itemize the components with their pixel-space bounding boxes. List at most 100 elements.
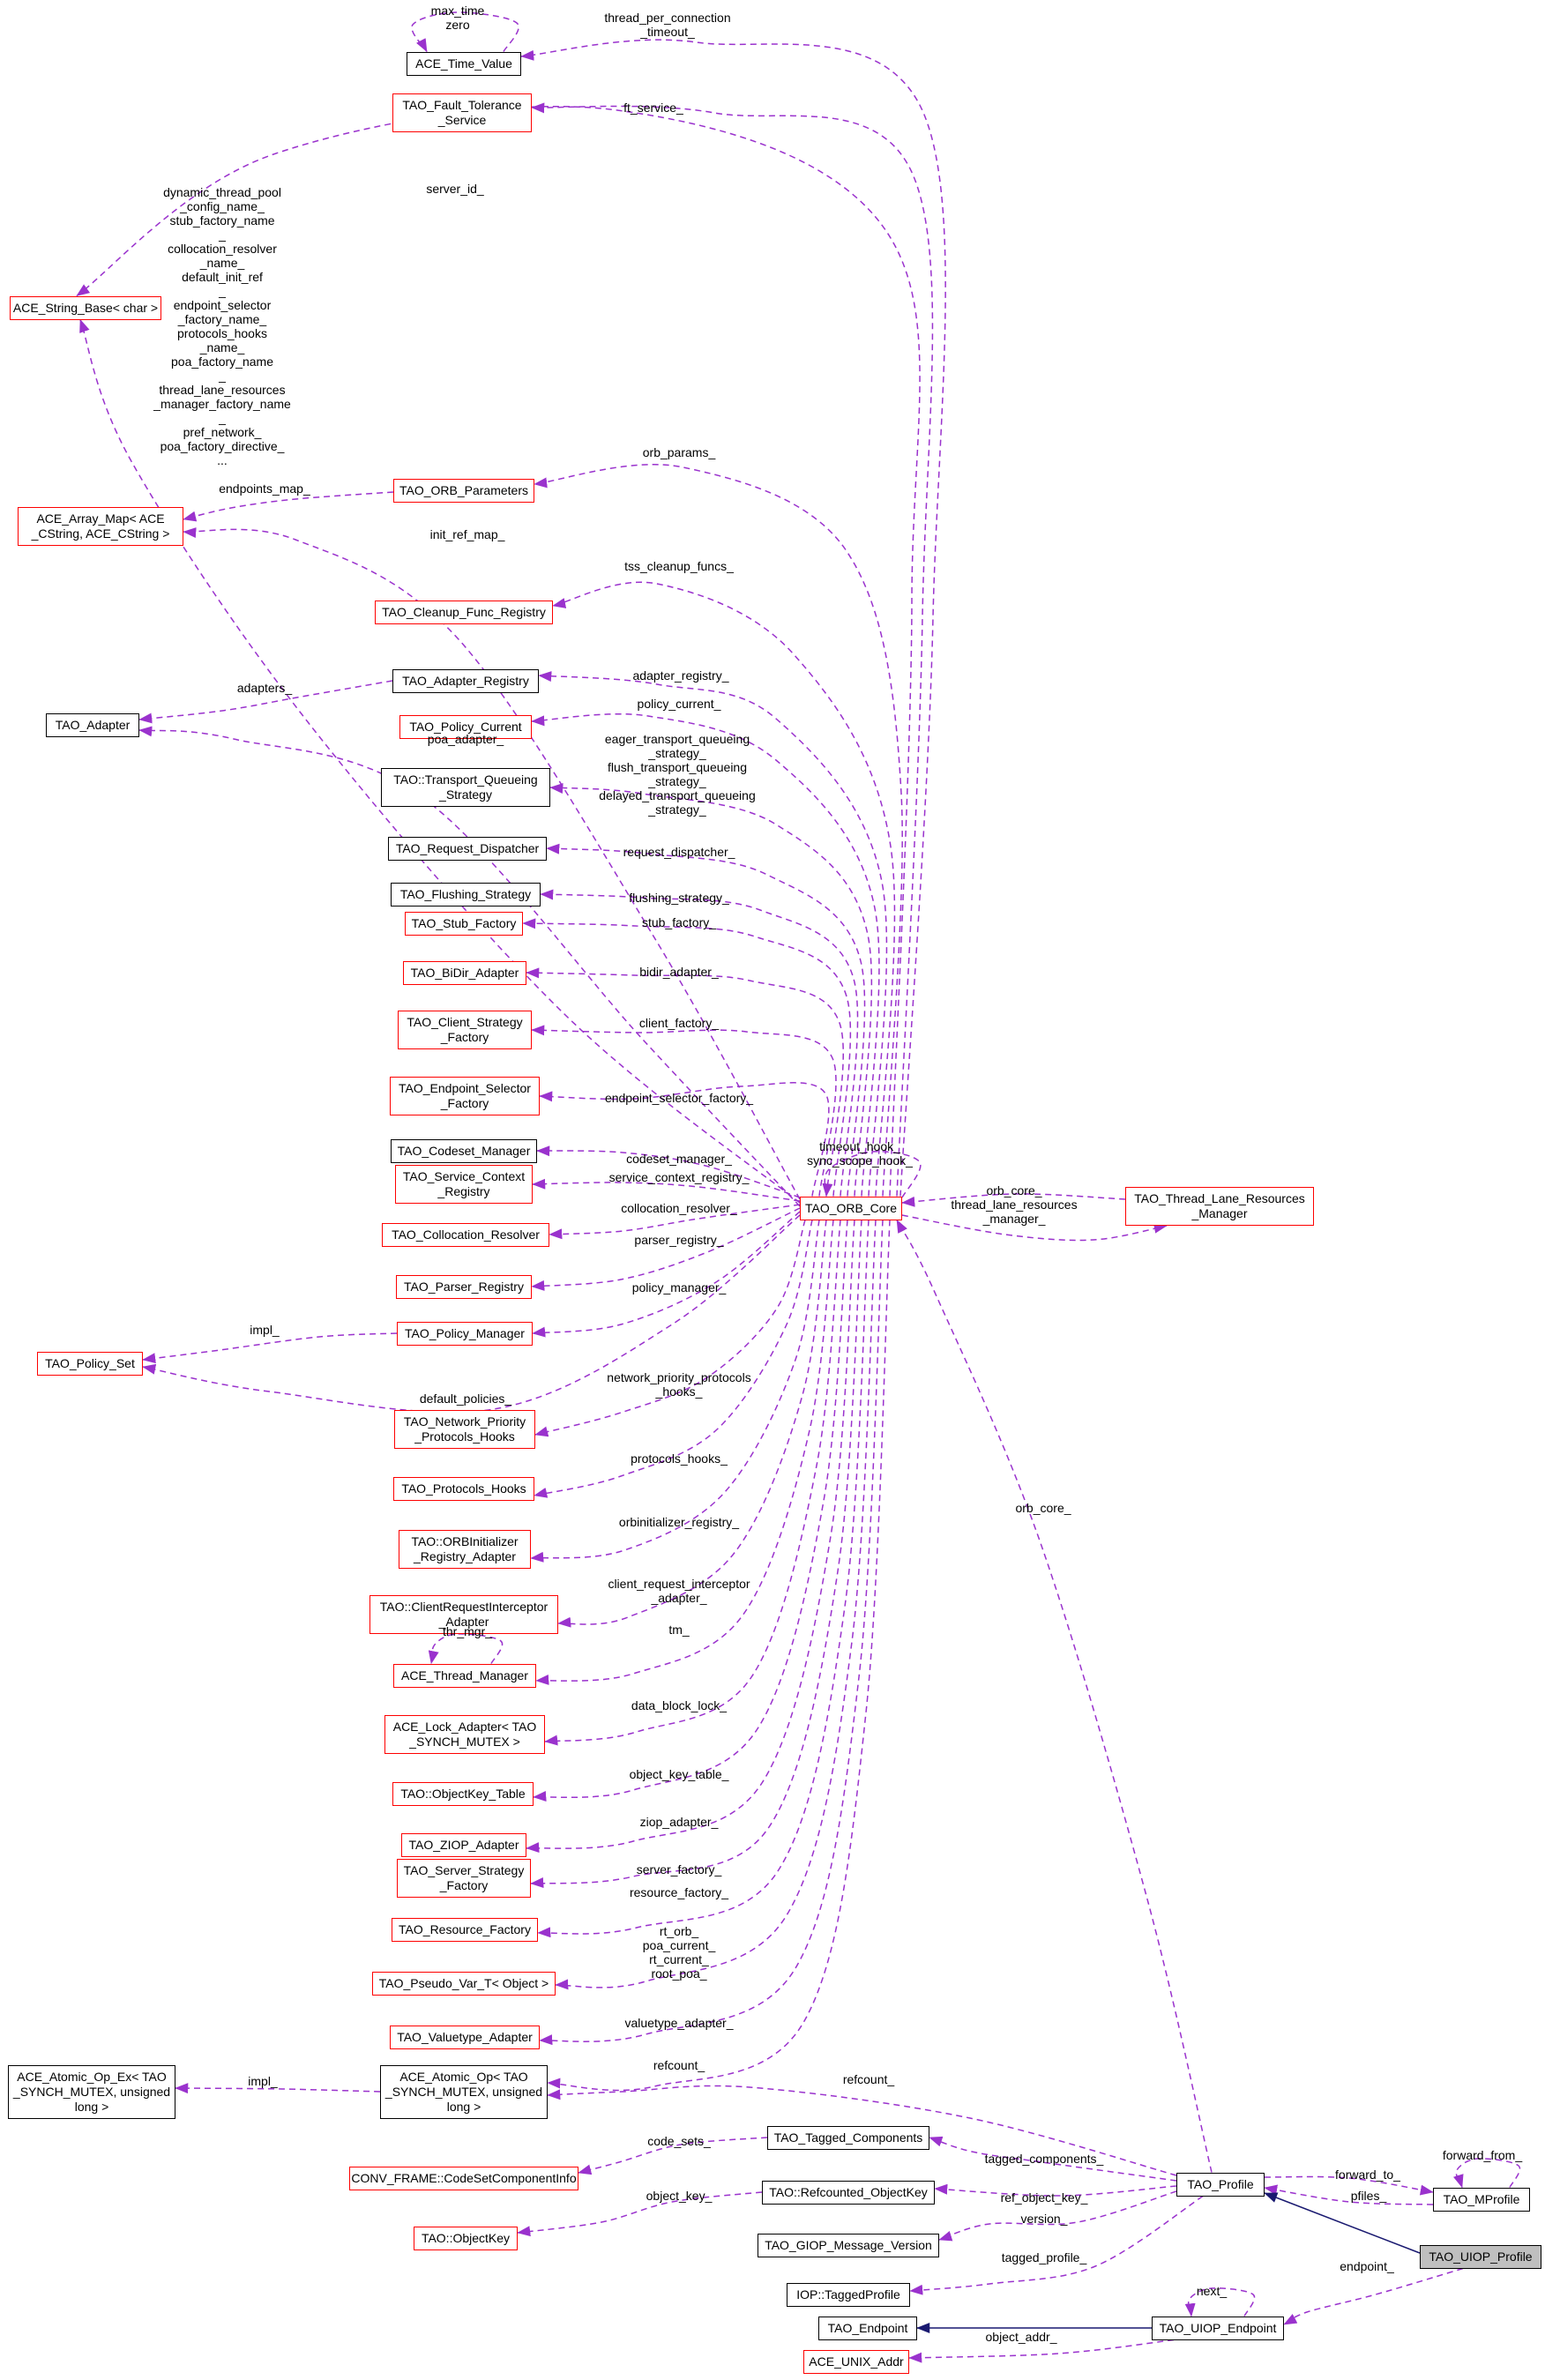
node-label: TAO_Pseudo_Var_T< Object > (378, 1975, 549, 1990)
node-tao-parser-registry[interactable]: TAO_Parser_Registry (396, 1274, 532, 1299)
node-label: TAO::Refcounted_ObjectKey (769, 2184, 928, 2199)
node-label: long > (74, 2099, 109, 2114)
node-tao-endpoint[interactable]: TAO_Endpoint (818, 2316, 917, 2340)
association-edge (183, 491, 394, 522)
node-iop-taggedprofile[interactable]: IOP::TaggedProfile (787, 2282, 910, 2307)
association-edge (938, 2190, 1177, 2242)
edge-label-valuetype-adapter: valuetype_adapter_ (625, 2016, 734, 2030)
node-tao-profile[interactable]: TAO_Profile (1176, 2172, 1265, 2197)
node-tao-refcounted-objectkey[interactable]: TAO::Refcounted_ObjectKey (762, 2180, 935, 2205)
node-tao-valuetype-adapter[interactable]: TAO_Valuetype_Adapter (390, 2025, 540, 2049)
edge-label-line: endpoint_selector_factory_ (604, 1091, 754, 1105)
node-tao-ziop-adapter[interactable]: TAO_ZIOP_Adapter (401, 1832, 526, 1857)
node-tao-orb-parameters[interactable]: TAO_ORB_Parameters (393, 478, 534, 503)
node-tao-policy-manager[interactable]: TAO_Policy_Manager (397, 1321, 533, 1346)
node-ace-time-value[interactable]: ACE_Time_Value (407, 51, 521, 76)
node-tao-policy-set[interactable]: TAO_Policy_Set (37, 1351, 143, 1376)
edge-label-eager-transport-queueing-strategy-flush-: eager_transport_queueing_strategy_flush_… (599, 732, 755, 817)
edge-label-line: object_key_table_ (629, 1767, 729, 1781)
node-tao-bidir-adapter[interactable]: TAO_BiDir_Adapter (403, 960, 526, 985)
edge-label-line: refcount_ (653, 2058, 705, 2072)
edge-label-line: protocols_hooks_ (631, 1451, 728, 1466)
node-label: ACE_Thread_Manager (401, 1667, 528, 1682)
node-tao-flushing-strategy[interactable]: TAO_Flushing_Strategy (391, 882, 541, 906)
association-edge (76, 106, 921, 1197)
node-tao-protocols-hooks[interactable]: TAO_Protocols_Hooks (393, 1476, 534, 1501)
node-tao-pseudo-var-t-object[interactable]: TAO_Pseudo_Var_T< Object > (372, 1971, 556, 1996)
association-edge (142, 1214, 801, 1414)
node-tao-fault-tolerance-service[interactable]: TAO_Fault_Tolerance_Service (392, 93, 532, 132)
edge-label-object-key: object_key_ (646, 2189, 713, 2203)
association-edge (517, 2191, 763, 2237)
node-ace-unix-addr[interactable]: ACE_UNIX_Addr (803, 2349, 909, 2374)
node-label: _Registry_Adapter (414, 1549, 516, 1563)
node-label: TAO_Service_Context (402, 1169, 526, 1183)
node-tao-mprofile[interactable]: TAO_MProfile (1433, 2187, 1530, 2212)
node-conv-frame-codesetcomponentinfo[interactable]: CONV_FRAME::CodeSetComponentInfo (349, 2166, 578, 2190)
edge-label-line: poa_factory_name (171, 354, 273, 369)
node-label: TAO_Policy_Manager (405, 1325, 525, 1340)
node-tao-transport-queueing-strategy[interactable]: TAO::Transport_Queueing_Strategy (381, 768, 550, 807)
association-edge (526, 967, 844, 1197)
association-edge (183, 527, 801, 1200)
edge-label-line: _config_name_ (180, 199, 265, 213)
node-tao-resource-factory[interactable]: TAO_Resource_Factory (392, 1917, 538, 1942)
association-edge (531, 713, 880, 1197)
node-tao-orbinitializer-registry-adapter[interactable]: TAO::ORBInitializer_Registry_Adapter (399, 1530, 531, 1569)
association-edge (1283, 2267, 1464, 2325)
node-ace-array-map-ace-cstring-ace-cstring[interactable]: ACE_Array_Map< ACE_CString, ACE_CString … (18, 507, 183, 546)
node-ace-thread-manager[interactable]: ACE_Thread_Manager (393, 1663, 536, 1688)
association-edge (539, 1220, 884, 2046)
node-tao-clientrequestinterceptor-adapter[interactable]: TAO::ClientRequestInterceptor_Adapter (369, 1595, 558, 1634)
node-tao-collocation-resolver[interactable]: TAO_Collocation_Resolver (382, 1222, 549, 1247)
node-tao-endpoint-selector-factory[interactable]: TAO_Endpoint_Selector_Factory (390, 1077, 540, 1115)
node-label: TAO_Network_Priority (403, 1414, 526, 1429)
node-label: TAO_Tagged_Components (773, 2130, 923, 2145)
association-edge (538, 671, 888, 1197)
edge-label-line: policy_manager_ (631, 1280, 727, 1294)
edge-label-line: valuetype_adapter_ (624, 2016, 734, 2030)
node-label: _SYNCH_MUTEX, unsigned (384, 2084, 543, 2099)
edge-label-line: next_ (1196, 2284, 1228, 2298)
node-tao-cleanup-func-registry[interactable]: TAO_Cleanup_Func_Registry (375, 600, 553, 624)
node-tao-orb-core[interactable]: TAO_ORB_Core (800, 1196, 902, 1220)
association-edge (411, 11, 519, 53)
edge-label-line: bidir_adapter_ (639, 965, 719, 979)
node-tao-service-context-registry[interactable]: TAO_Service_Context_Registry (395, 1165, 533, 1204)
node-tao-network-priority-protocols-hooks[interactable]: TAO_Network_Priority_Protocols_Hooks (394, 1410, 535, 1449)
node-label: TAO::Transport_Queueing (393, 772, 538, 787)
node-label: TAO_ORB_Core (805, 1200, 897, 1215)
edge-label-line: forward_to_ (1335, 2167, 1400, 2182)
node-tao-objectkey[interactable]: TAO::ObjectKey (414, 2226, 518, 2250)
node-ace-string-base-char[interactable]: ACE_String_Base< char > (10, 295, 161, 320)
node-tao-uiop-endpoint[interactable]: TAO_UIOP_Endpoint (1152, 2316, 1284, 2340)
edge-label-orb-core-thread-lane-resources-manager: orb_core_thread_lane_resources_manager_ (951, 1183, 1077, 1226)
association-edge (896, 1219, 1213, 2173)
association-edge (79, 318, 801, 1204)
edge-label-refcount: refcount_ (843, 2072, 894, 2086)
node-ace-atomic-op-tao-synch-mutex-unsignedlong[interactable]: ACE_Atomic_Op< TAO_SYNCH_MUTEX, unsigned… (380, 2064, 548, 2119)
node-tao-giop-message-version[interactable]: TAO_GIOP_Message_Version (758, 2233, 939, 2257)
node-tao-objectkey-table[interactable]: TAO::ObjectKey_Table (392, 1781, 534, 1806)
association-edge (530, 1220, 862, 1889)
association-edge (533, 1220, 848, 1802)
node-tao-stub-factory[interactable]: TAO_Stub_Factory (405, 911, 523, 936)
node-label: TAO_Protocols_Hooks (401, 1481, 526, 1496)
node-ace-atomic-op-ex-tao-synch-mutex-unsignedlong[interactable]: ACE_Atomic_Op_Ex< TAO_SYNCH_MUTEX, unsig… (8, 2064, 175, 2119)
node-tao-adapter[interactable]: TAO_Adapter (46, 713, 139, 737)
node-tao-request-dispatcher[interactable]: TAO_Request_Dispatcher (388, 836, 547, 861)
node-tao-tagged-components[interactable]: TAO_Tagged_Components (767, 2125, 929, 2150)
node-tao-codeset-manager[interactable]: TAO_Codeset_Manager (391, 1138, 537, 1163)
association-edge (522, 918, 852, 1197)
node-tao-server-strategy-factory[interactable]: TAO_Server_Strategy_Factory (397, 1859, 531, 1898)
node-tao-policy-current[interactable]: TAO_Policy_Current (399, 714, 532, 739)
node-tao-adapter-registry[interactable]: TAO_Adapter_Registry (392, 668, 539, 693)
edge-label-rt-orb-poa-current-rt-current-root-poa: rt_orb_poa_current_rt_current_root_poa_ (643, 1924, 716, 1981)
node-label: _Factory (439, 1878, 489, 1892)
node-label: TAO_Parser_Registry (404, 1279, 524, 1294)
node-ace-lock-adapter-tao-synch-mutex[interactable]: ACE_Lock_Adapter< TAO_SYNCH_MUTEX > (384, 1715, 545, 1754)
association-edge (822, 1151, 922, 1198)
node-tao-client-strategy-factory[interactable]: TAO_Client_Strategy_Factory (398, 1011, 532, 1049)
node-tao-thread-lane-resources-manager[interactable]: TAO_Thread_Lane_Resources_Manager (1125, 1187, 1314, 1226)
association-edge (546, 843, 866, 1197)
